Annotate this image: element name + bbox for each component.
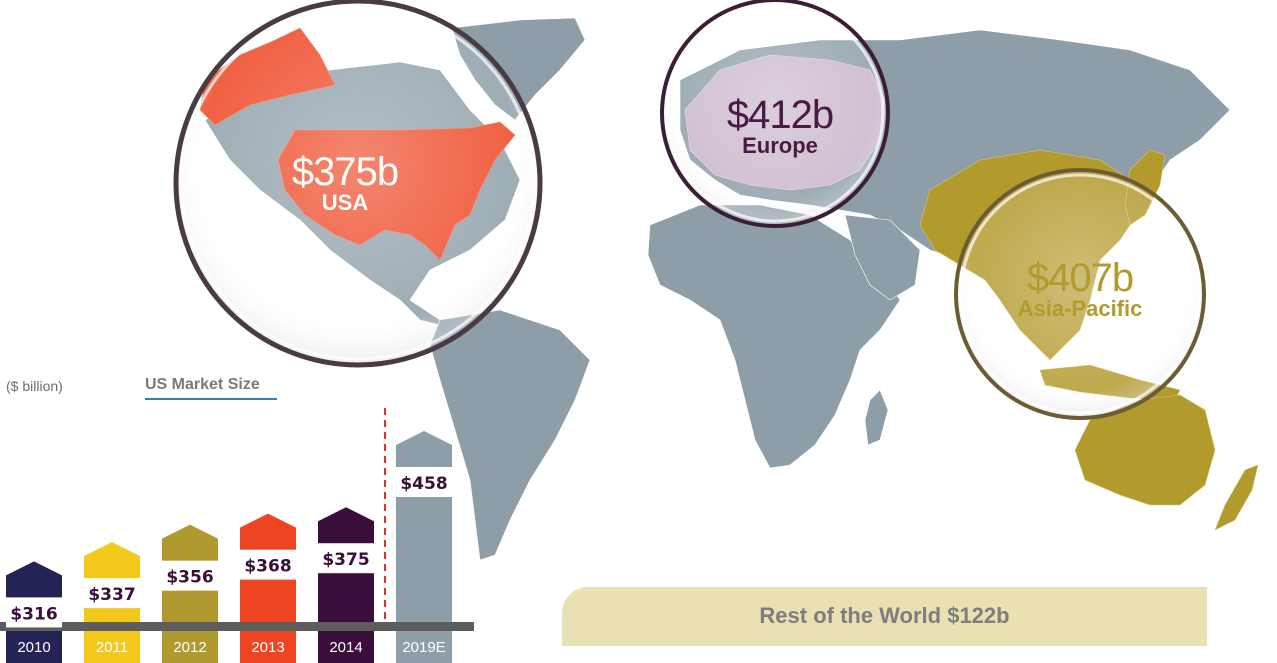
category-label-2019E: 2019E <box>402 639 445 656</box>
unit-label: ($ billion) <box>6 378 63 394</box>
asia-pacific-callout: $407b Asia-Pacific <box>1000 258 1160 320</box>
europe-callout: $412b Europe <box>700 95 860 157</box>
value-label-2019E: $458 <box>400 474 447 494</box>
africa-shape <box>647 204 901 469</box>
europe-value: $412b <box>726 93 834 137</box>
value-band-2012 <box>162 560 218 591</box>
category-strip-2011 <box>84 631 140 663</box>
value-band-2010 <box>6 597 62 628</box>
value-label-2010: $316 <box>10 604 57 624</box>
category-label-2013: 2013 <box>251 639 284 656</box>
madagascar-shape <box>864 389 889 446</box>
asia-pacific-bubble <box>954 168 1206 420</box>
new-zealand-shape <box>1214 464 1259 531</box>
chart-title: US Market Size <box>145 376 277 400</box>
category-strip-2013 <box>240 631 296 663</box>
value-band-2013 <box>240 549 296 580</box>
south-america-shape <box>429 309 591 561</box>
category-strip-2014 <box>318 631 374 663</box>
usa-value: $375b <box>291 150 399 194</box>
value-band-2011 <box>84 578 140 609</box>
bar-2019E <box>396 431 452 622</box>
category-label-2010: 2010 <box>17 639 50 656</box>
value-label-2013: $368 <box>244 557 291 577</box>
category-strip-2010 <box>6 631 62 663</box>
asia-pacific-value: $407b <box>1026 256 1134 300</box>
value-band-2019E <box>396 467 452 498</box>
category-label-2014: 2014 <box>329 639 362 656</box>
asia-pacific-name: Asia-Pacific <box>1017 296 1143 321</box>
value-label-2012: $356 <box>166 568 213 588</box>
value-band-2014 <box>318 543 374 574</box>
rest-of-world-panel <box>562 587 1207 646</box>
europe-name: Europe <box>742 133 818 158</box>
category-label-2012: 2012 <box>173 639 206 656</box>
europe-bubble <box>660 0 890 228</box>
australia-shape <box>1074 394 1216 506</box>
usa-callout: $375b USA <box>265 152 425 214</box>
value-label-2014: $375 <box>322 550 369 570</box>
arabia-shape <box>844 214 921 301</box>
usa-name: USA <box>321 190 369 215</box>
value-label-2011: $337 <box>88 585 135 605</box>
category-label-2011: 2011 <box>96 639 128 656</box>
category-strip-2019E <box>396 631 452 663</box>
chart-baseline <box>0 622 474 631</box>
category-strip-2012 <box>162 631 218 663</box>
usa-bubble <box>173 0 543 368</box>
rest-of-world-label: Rest of the World $122b <box>759 603 1010 628</box>
